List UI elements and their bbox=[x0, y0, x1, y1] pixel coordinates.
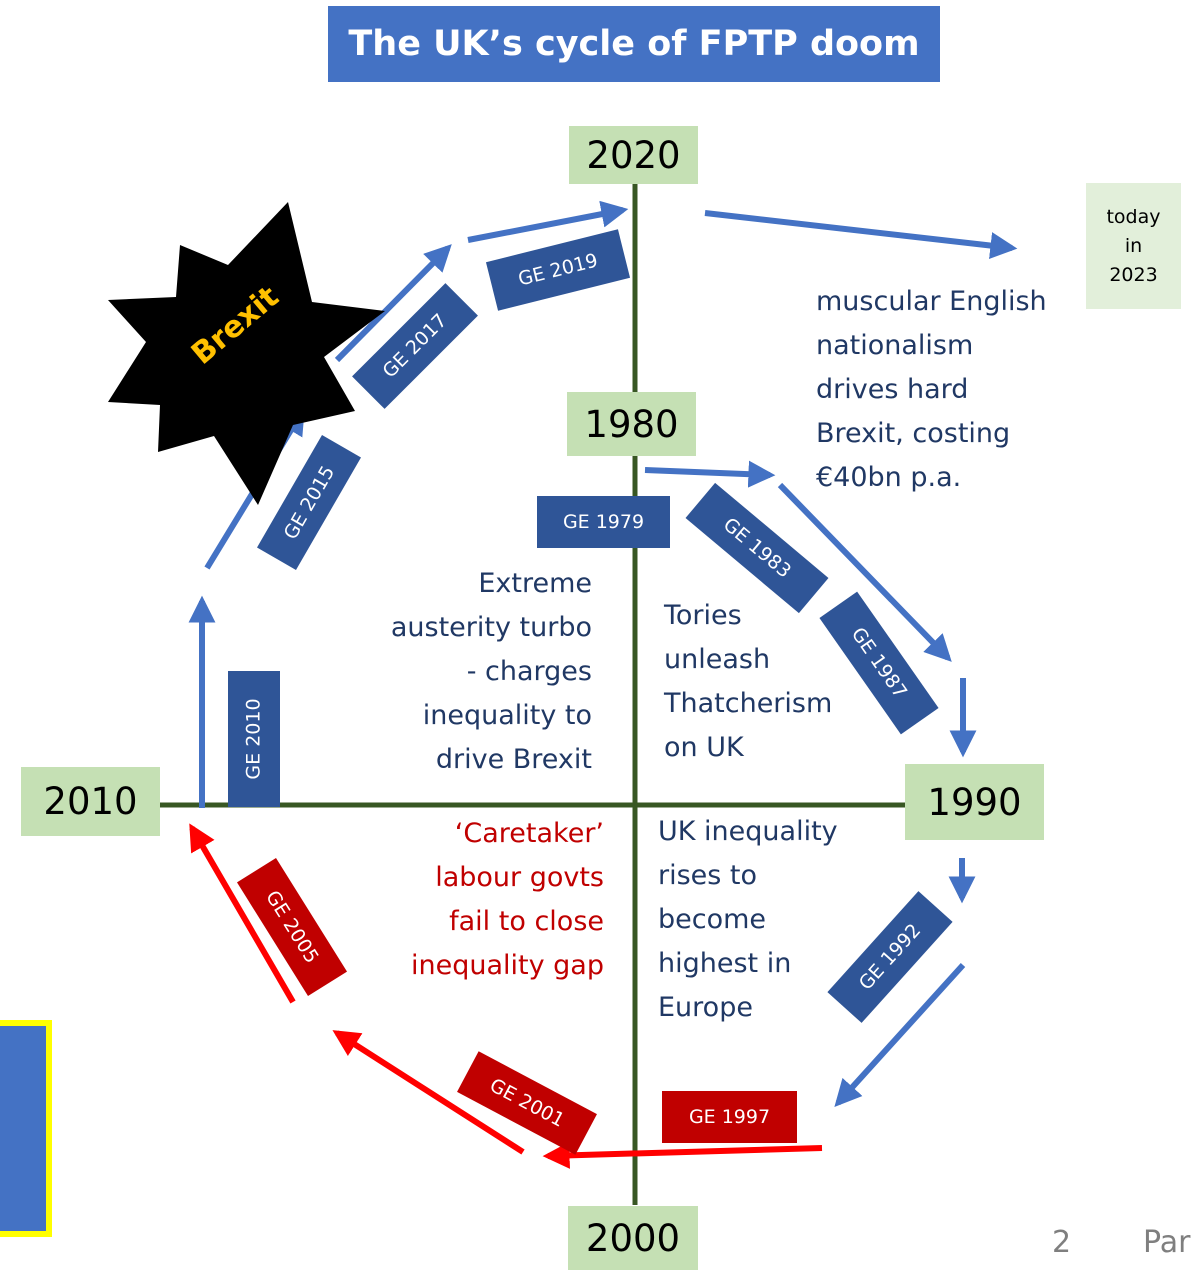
arrow-1997-to-2001 bbox=[542, 1141, 823, 1169]
year-2000: 2000 bbox=[568, 1206, 698, 1270]
arrow-ge1992-to-ge1997 bbox=[834, 962, 966, 1108]
note-thatcherism: Tories unleash Thatcherism on UK bbox=[664, 600, 833, 763]
page-title: The UK’s cycle of FPTP doom bbox=[328, 6, 940, 82]
label-ge-1979: GE 1979 bbox=[537, 496, 670, 548]
label-ge-1997: GE 1997 bbox=[662, 1091, 797, 1143]
arrow-ge2015-to-ge2017 bbox=[334, 244, 452, 363]
note-inequality: UK inequality rises to become highest in… bbox=[658, 816, 838, 1023]
brexit-starburst bbox=[108, 202, 385, 505]
note-austerity: Extreme austerity turbo - charges inequa… bbox=[390, 568, 592, 775]
arrow-to-today bbox=[704, 210, 1018, 259]
page-number: 2 bbox=[1052, 1225, 1072, 1260]
note-caretaker: ‘Caretaker’ labour govts fail to close i… bbox=[411, 818, 604, 981]
footer-partial-text: Par bbox=[1143, 1225, 1191, 1260]
note-nationalism: muscular English nationalism drives hard… bbox=[816, 286, 1047, 493]
year-1990: 1990 bbox=[905, 764, 1044, 840]
year-1980: 1980 bbox=[567, 392, 696, 456]
label-ge-2010: GE 2010 bbox=[228, 671, 280, 807]
arrow-ge2017-to-ge2019 bbox=[467, 200, 629, 243]
arrow-ge1983-to-ge1987 bbox=[777, 482, 952, 662]
label-ge-2010-text: GE 2010 bbox=[243, 698, 265, 780]
year-2010: 2010 bbox=[21, 767, 160, 836]
arrow-2005-to-2010 bbox=[189, 823, 296, 1004]
year-2020: 2020 bbox=[569, 126, 698, 184]
partial-side-box bbox=[0, 1020, 52, 1237]
arrow-2001-to-2005 bbox=[332, 1030, 525, 1155]
arrow-1980-to-ge1983 bbox=[644, 460, 776, 488]
today-in-2023-box: today in 2023 bbox=[1086, 183, 1181, 309]
